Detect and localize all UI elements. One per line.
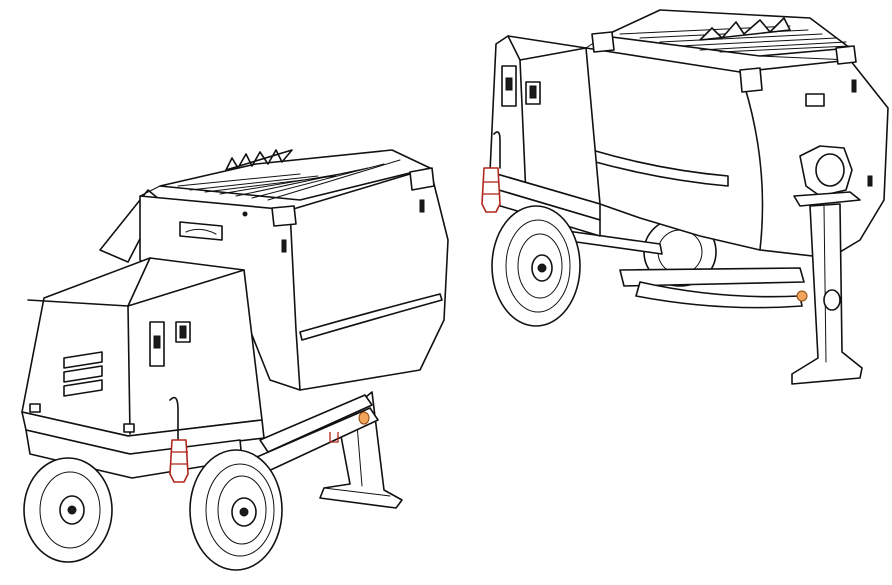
power-plug-icon	[169, 396, 189, 483]
bearing-block-icon	[793, 145, 861, 207]
housing-vent-icon	[63, 351, 103, 397]
rear-stand-leg	[791, 203, 863, 385]
drum-top-grate	[159, 149, 435, 227]
power-switch-icon	[149, 321, 165, 367]
rear-power-plug-icon	[481, 131, 501, 213]
rear-left-wheel	[491, 205, 581, 327]
rear-power-switch-icon	[501, 65, 517, 107]
left-wheel	[23, 457, 113, 563]
mixer-rear-view	[481, 9, 889, 385]
rear-socket-panel-icon	[525, 81, 541, 105]
mixing-drum	[139, 167, 449, 391]
rear-drum-top-grate	[591, 9, 857, 93]
right-wheel	[189, 449, 283, 571]
rear-frame-tubes	[559, 229, 808, 309]
frame-tubes	[249, 394, 379, 475]
motor-housing	[21, 257, 265, 479]
rear-motor-housing	[489, 35, 601, 237]
rear-mixing-drum	[579, 35, 889, 259]
socket-panel-icon	[175, 321, 191, 343]
mixer-front-view	[21, 149, 449, 571]
